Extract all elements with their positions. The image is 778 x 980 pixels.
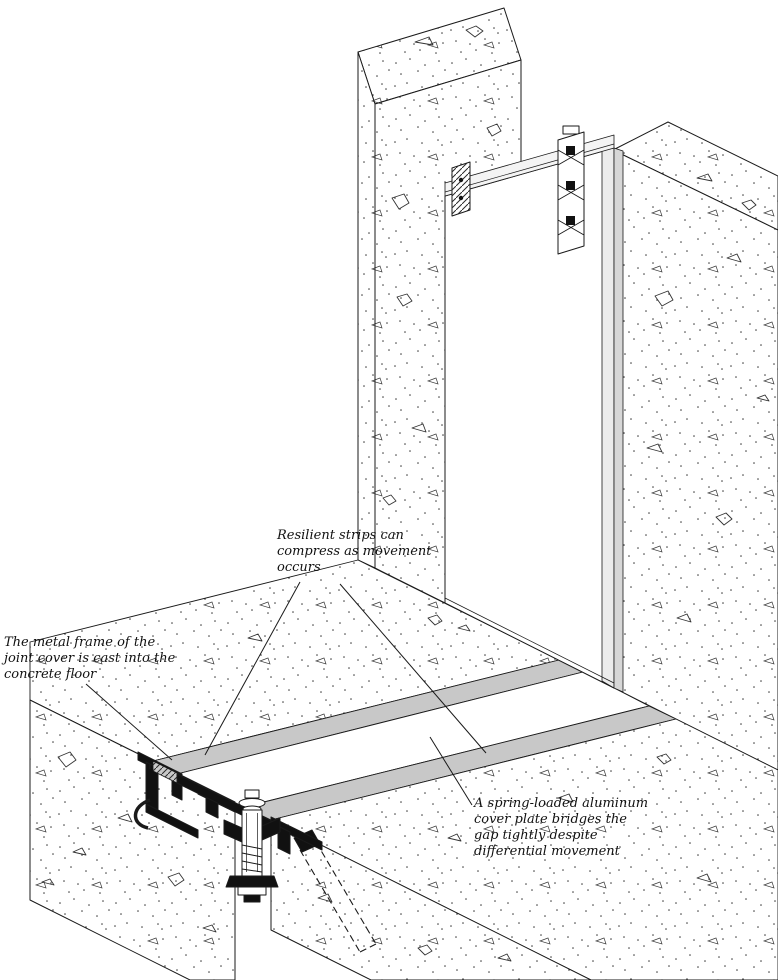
annotation-line: A spring-loaded aluminum: [474, 796, 649, 811]
column-left-face: [357, 51, 376, 569]
concrete-right-wall: [612, 121, 778, 771]
floor-surfaces: [29, 559, 778, 980]
base-flange: [225, 875, 279, 888]
annotation-line: Resilient strips can: [277, 528, 404, 543]
floor-right-slab-top: [270, 718, 778, 980]
annotation-line: The metal frame of the: [4, 635, 156, 650]
annotation-cover-plate: A spring-loaded aluminum cover plate bri…: [474, 796, 648, 860]
track-bracket-left: [451, 161, 471, 217]
annotation-line: occurs: [277, 560, 321, 575]
pin-cap: [244, 789, 260, 799]
wall-cover-plate: [444, 125, 624, 693]
floor-joint-hardware: [133, 751, 323, 903]
leader-cover-plate: [429, 736, 473, 806]
left-slab: [29, 699, 236, 980]
concrete-column: [357, 7, 522, 604]
leader-resilient-right: [339, 583, 487, 754]
annotation-line: joint cover is cast into the: [4, 651, 176, 666]
annotation-line: compress as movement: [277, 544, 432, 559]
leader-resilient-left: [204, 581, 301, 756]
annotation-line: cover plate bridges the: [474, 812, 627, 827]
left-slab-cut-face: [29, 699, 236, 980]
wall-plate-fold: [601, 147, 615, 689]
foot-block: [243, 894, 261, 903]
anchor-loop: [133, 798, 151, 830]
annotation-metal-frame: The metal frame of the joint cover is ca…: [4, 635, 175, 683]
foot: [237, 886, 267, 896]
wall-plate-edge-face: [613, 147, 624, 693]
annotation-resilient-strips: Resilient strips can compress as movemen…: [277, 528, 432, 576]
leader-metal-frame: [85, 683, 173, 761]
leader-lines: [85, 581, 487, 806]
spring-coils: [241, 844, 263, 873]
annotation-line: concrete floor: [4, 667, 97, 682]
track-bracket-right: [557, 125, 585, 255]
spring-tube: [241, 809, 263, 877]
annotation-line: gap tightly despite: [474, 828, 598, 843]
annotation-line: differential movement: [474, 844, 620, 859]
right-wall-front-face: [612, 149, 778, 771]
spring-centering-mechanism: [223, 789, 281, 903]
aggregate-speckles: [41, 25, 770, 962]
wall-plate-face: [444, 147, 615, 689]
